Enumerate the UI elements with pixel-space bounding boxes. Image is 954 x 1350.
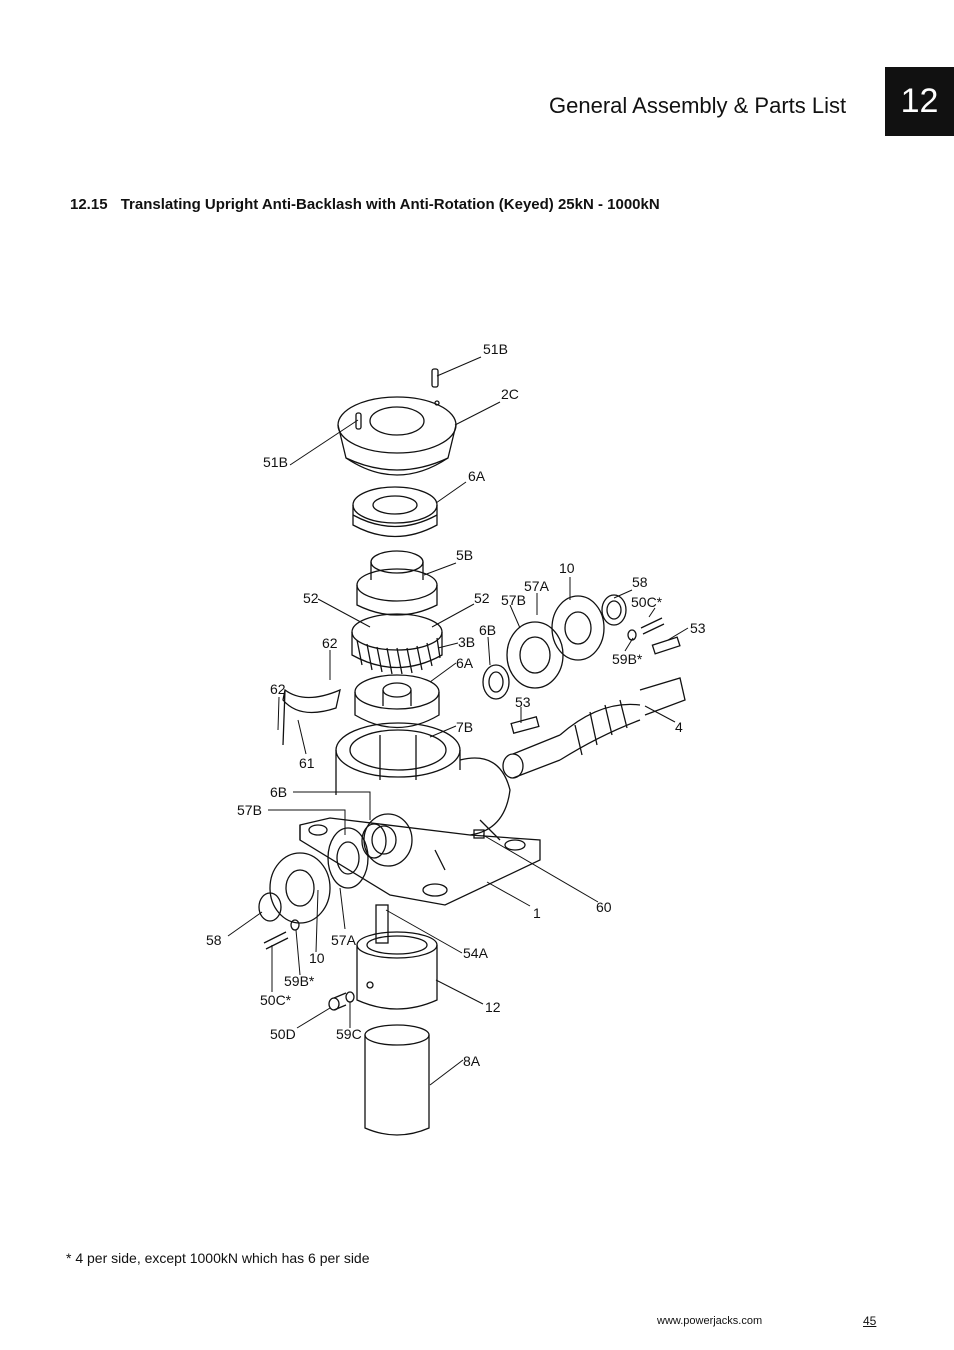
callout-label: 12 bbox=[485, 999, 501, 1015]
callout-label: 57B bbox=[501, 592, 526, 608]
callout-label: 53 bbox=[515, 694, 531, 710]
callout-label: 10 bbox=[309, 950, 325, 966]
callout-label: 6A bbox=[456, 655, 474, 671]
screws-50d-59c bbox=[328, 991, 355, 1011]
worm-gear-3b bbox=[351, 613, 443, 675]
callout-label: 51B bbox=[483, 341, 508, 357]
callout-label: 59C bbox=[336, 1026, 362, 1042]
callout-label: 51B bbox=[263, 454, 288, 470]
callout-label: 4 bbox=[675, 719, 683, 735]
callout-label: 5B bbox=[456, 547, 473, 563]
nut-5b bbox=[356, 550, 438, 616]
callout-label: 62 bbox=[322, 635, 338, 651]
section-title: Translating Upright Anti-Backlash with A… bbox=[120, 196, 660, 213]
left-seals bbox=[258, 823, 387, 950]
callout-label: 58 bbox=[206, 932, 222, 948]
diagram-parts bbox=[258, 368, 686, 1136]
bearing-6a-lower bbox=[354, 674, 440, 729]
right-seals bbox=[482, 594, 681, 700]
pin-51b-top bbox=[431, 368, 439, 388]
section-heading: 12.15 Translating Upright Anti-Backlash … bbox=[70, 196, 660, 213]
callout-label: 8A bbox=[463, 1053, 481, 1069]
page-title: General Assembly & Parts List bbox=[549, 93, 847, 118]
callout-label: 1 bbox=[533, 905, 541, 921]
callout-label: 6A bbox=[468, 468, 486, 484]
key-61 bbox=[282, 688, 341, 746]
section-number: 12.15 bbox=[70, 196, 108, 213]
leader-lines bbox=[227, 356, 689, 1086]
callout-label: 52 bbox=[303, 590, 319, 606]
callout-label: 61 bbox=[299, 755, 315, 771]
chapter-tab: 12 bbox=[885, 67, 954, 136]
callout-label: 3B bbox=[458, 634, 475, 650]
callout-label: 50C* bbox=[631, 594, 663, 610]
callout-label: 54A bbox=[463, 945, 489, 961]
callout-label: 57A bbox=[331, 932, 357, 948]
callout-label: 6B bbox=[479, 622, 496, 638]
callout-label: 58 bbox=[632, 574, 648, 590]
page-number: 45 bbox=[863, 1314, 877, 1328]
worm-shaft-4 bbox=[502, 677, 686, 779]
callout-label: 10 bbox=[559, 560, 575, 576]
callout-label: 62 bbox=[270, 681, 286, 697]
top-cover-2c bbox=[337, 396, 457, 476]
footer-url[interactable]: www.powerjacks.com bbox=[657, 1315, 763, 1327]
callout-label: 57A bbox=[524, 578, 550, 594]
bearing-6a-top bbox=[352, 486, 438, 538]
callout-label: 59B* bbox=[612, 651, 643, 667]
housing-1 bbox=[299, 722, 541, 906]
callout-label: 53 bbox=[690, 620, 706, 636]
nut-12 bbox=[356, 931, 438, 1010]
callout-label: 6B bbox=[270, 784, 287, 800]
callout-label: 57B bbox=[237, 802, 262, 818]
callout-label: 60 bbox=[596, 899, 612, 915]
callout-label: 7B bbox=[456, 719, 473, 735]
callout-label: 50C* bbox=[260, 992, 292, 1008]
callout-label: 59B* bbox=[284, 973, 315, 989]
footnote: * 4 per side, except 1000kN which has 6 … bbox=[66, 1250, 370, 1266]
tube-8a bbox=[364, 1024, 430, 1136]
callout-label: 2C bbox=[501, 386, 519, 402]
callout-labels: 51B 2C 51B 6A 5B 10 57A 58 57B 50C* 52 5… bbox=[206, 341, 706, 1069]
callout-label: 52 bbox=[474, 590, 490, 606]
callout-label: 50D bbox=[270, 1026, 296, 1042]
key-54a bbox=[375, 904, 389, 944]
